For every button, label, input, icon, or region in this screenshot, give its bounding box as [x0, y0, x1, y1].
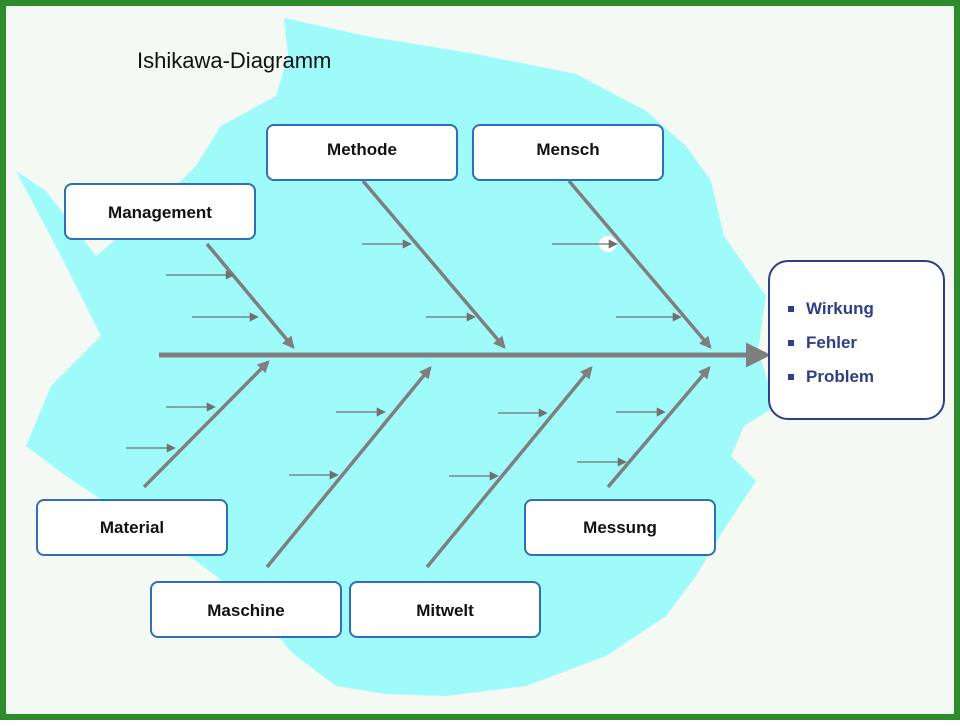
cause-box-messung: Messung — [524, 499, 716, 556]
effect-item-wirkung: Wirkung — [788, 292, 943, 326]
cause-box-mensch: Mensch — [472, 124, 664, 181]
effect-box: Wirkung Fehler Problem — [768, 260, 945, 420]
bone-material — [142, 360, 270, 489]
bone-management — [205, 242, 295, 349]
bone-mensch — [567, 179, 712, 349]
effect-label: Wirkung — [806, 299, 874, 318]
effect-label: Fehler — [806, 333, 858, 352]
bullet-square-icon — [788, 340, 794, 346]
bone-mitwelt — [425, 366, 593, 569]
bone-messung — [606, 366, 711, 489]
effect-item-problem: Problem — [788, 360, 943, 394]
effect-label: Problem — [806, 367, 875, 386]
cause-box-management: Management — [64, 183, 256, 240]
bullet-square-icon — [788, 306, 794, 312]
cause-box-material: Material — [36, 499, 228, 556]
effect-item-fehler: Fehler — [788, 326, 943, 360]
sub-cause-arrows — [126, 239, 682, 481]
bullet-square-icon — [788, 374, 794, 380]
diagram-title: Ishikawa-Diagramm — [137, 48, 332, 73]
bone-maschine — [265, 366, 432, 569]
cause-box-methode: Methode — [266, 124, 458, 181]
cause-box-maschine: Maschine — [150, 581, 342, 638]
bone-methode — [361, 179, 506, 349]
cause-box-mitwelt: Mitwelt — [349, 581, 541, 638]
